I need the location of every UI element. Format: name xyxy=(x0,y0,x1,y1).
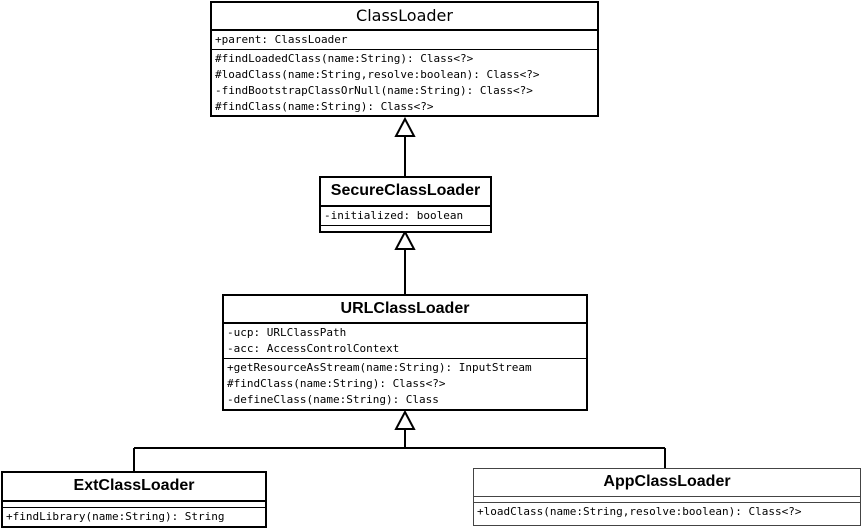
attribute-ucp: -ucp: URLClassPath xyxy=(227,326,347,339)
attributes-compartment-extclassloader xyxy=(3,502,265,508)
method-findclass: #findClass(name:String): Class<?> xyxy=(227,377,446,390)
class-box-appclassloader[interactable]: AppClassLoader +loadClass(name:String,re… xyxy=(473,468,861,526)
attributes-compartment-appclassloader xyxy=(474,497,860,503)
attributes-compartment-classloader: +parent: ClassLoader xyxy=(212,31,597,50)
generalization-arrowhead-classloader xyxy=(394,116,416,137)
attribute-initialized: -initialized: boolean xyxy=(324,209,464,222)
class-box-secureclassloader[interactable]: SecureClassLoader -initialized: boolean xyxy=(319,176,492,233)
methods-compartment-classloader: #findLoadedClass(name:String): Class<?> … xyxy=(212,50,597,115)
class-box-extclassloader[interactable]: ExtClassLoader +findLibrary(name:String)… xyxy=(1,471,267,528)
class-name-classloader: ClassLoader xyxy=(212,3,597,31)
method-getresourceasstream: +getResourceAsStream(name:String): Input… xyxy=(227,361,532,374)
methods-compartment-urlclassloader: +getResourceAsStream(name:String): Input… xyxy=(224,359,586,409)
methods-compartment-secureclassloader xyxy=(321,226,490,231)
generalization-arrowhead-urlclassloader xyxy=(394,409,416,430)
class-name-urlclassloader: URLClassLoader xyxy=(224,296,586,324)
method-loadclass: #loadClass(name:String,resolve:boolean):… xyxy=(215,68,540,81)
methods-compartment-appclassloader: +loadClass(name:String,resolve:boolean):… xyxy=(474,503,860,521)
class-box-urlclassloader[interactable]: URLClassLoader -ucp: URLClassPath -acc: … xyxy=(222,294,588,411)
method-findbootstrapclassornull: -findBootstrapClassOrNull(name:String): … xyxy=(215,84,533,97)
attribute-acc: -acc: AccessControlContext xyxy=(227,342,400,355)
method-defineclass: -defineClass(name:String): Class xyxy=(227,393,439,406)
methods-compartment-extclassloader: +findLibrary(name:String): String xyxy=(3,508,265,526)
attribute-parent: +parent: ClassLoader xyxy=(215,33,348,46)
class-name-secureclassloader: SecureClassLoader xyxy=(321,178,490,207)
attributes-compartment-urlclassloader: -ucp: URLClassPath -acc: AccessControlCo… xyxy=(224,324,586,359)
method-loadclass: +loadClass(name:String,resolve:boolean):… xyxy=(477,505,802,518)
generalization-arrowhead-secureclassloader xyxy=(394,229,416,250)
class-box-classloader[interactable]: ClassLoader +parent: ClassLoader #findLo… xyxy=(210,1,599,117)
method-findlibrary: +findLibrary(name:String): String xyxy=(6,510,225,523)
attributes-compartment-secureclassloader: -initialized: boolean xyxy=(321,207,490,226)
class-name-extclassloader: ExtClassLoader xyxy=(3,473,265,502)
method-findloadedclass: #findLoadedClass(name:String): Class<?> xyxy=(215,52,474,65)
class-name-appclassloader: AppClassLoader xyxy=(474,469,860,497)
method-findclass: #findClass(name:String): Class<?> xyxy=(215,100,434,113)
